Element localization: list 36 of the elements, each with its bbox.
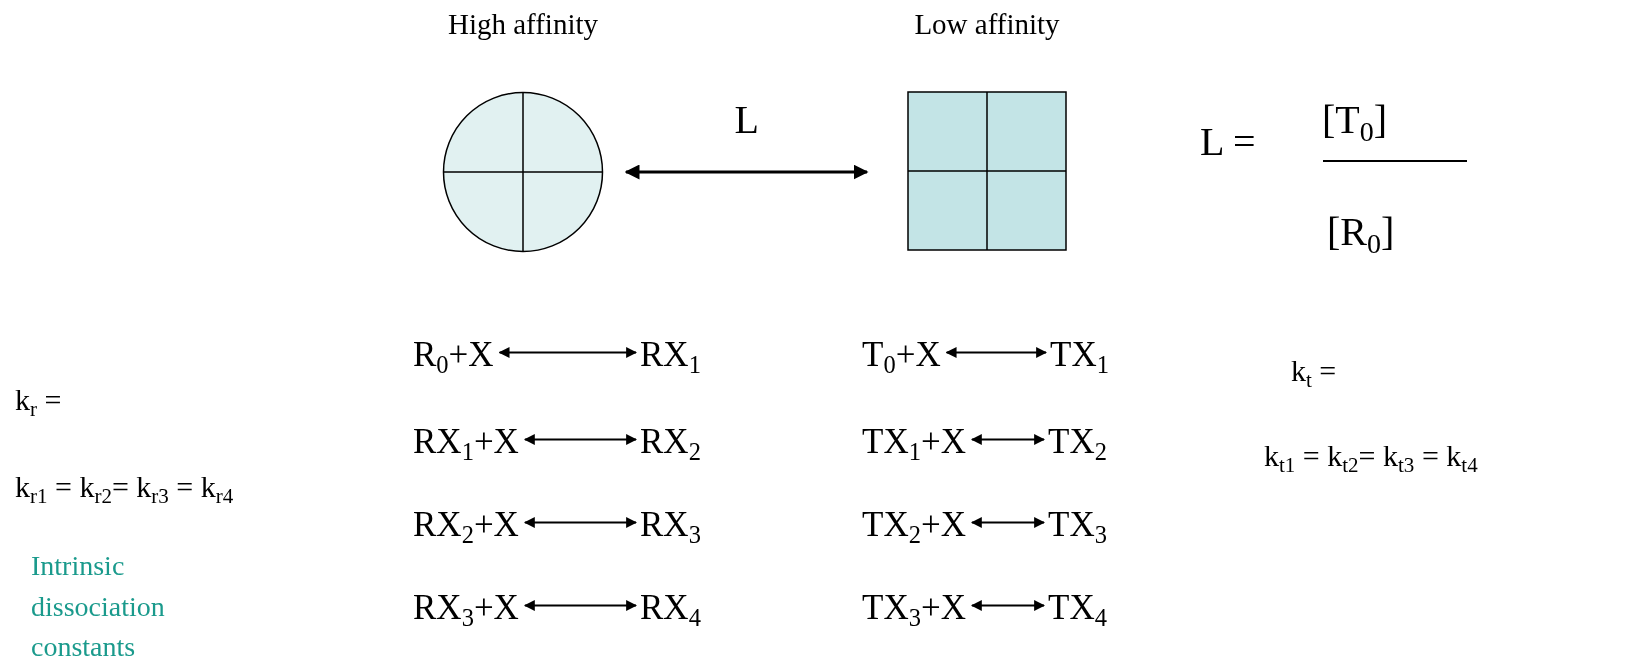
reaction-term: RX$_{2}$+X — [413, 507, 519, 542]
double-arrow — [523, 434, 638, 445]
note-text: Intrinsic dissociation constants — [31, 549, 166, 665]
reaction-term: TX$_{2}$+X — [862, 507, 966, 542]
numerator: [T$_{0}$] — [1322, 100, 1388, 140]
reaction-term: R$_{0}$+X — [413, 337, 494, 372]
reaction-term: RX$_{1}$ — [640, 337, 701, 372]
reaction-term: TX$_{1}$+X — [862, 424, 966, 459]
equation-text: k$_{r}$ = — [15, 385, 62, 415]
equation-text: k$_{t}$ = — [1291, 356, 1337, 386]
state-heading: Low affinity — [913, 10, 1061, 39]
reaction-term: T$_{0}$+X — [862, 337, 941, 372]
reaction-term: TX$_{1}$ — [1050, 337, 1109, 372]
reaction-term: RX$_{4}$ — [640, 590, 701, 625]
double-arrow — [970, 600, 1046, 611]
reaction-term: TX$_{4}$ — [1048, 590, 1107, 625]
reaction-term: TX$_{3}$ — [1048, 507, 1107, 542]
edge-label: L — [734, 100, 759, 140]
reaction-term: RX$_{3}$+X — [413, 590, 519, 625]
double-arrow — [970, 517, 1046, 528]
denominator: [R$_{0}$] — [1327, 212, 1395, 252]
double-arrow — [945, 347, 1048, 358]
equation-text: k$_{r1}$ = k$_{r2}$= k$_{r3}$ = k$_{r4}$ — [15, 472, 234, 502]
state-heading: High affinity — [446, 10, 600, 39]
reaction-term: RX$_{3}$ — [640, 507, 701, 542]
double-arrow — [523, 600, 638, 611]
double-arrow — [624, 164, 869, 180]
double-arrow — [523, 517, 638, 528]
reaction-term: TX$_{3}$+X — [862, 590, 966, 625]
reaction-term: RX$_{2}$ — [640, 424, 701, 459]
equation-text: k$_{t1}$ = k$_{t2}$= k$_{t3}$ = k$_{t4}$ — [1264, 441, 1478, 471]
reaction-term: RX$_{1}$+X — [413, 424, 519, 459]
double-arrow — [498, 347, 638, 358]
double-arrow — [970, 434, 1046, 445]
reaction-term: TX$_{2}$ — [1048, 424, 1107, 459]
equation-text: L = — [1200, 122, 1256, 162]
